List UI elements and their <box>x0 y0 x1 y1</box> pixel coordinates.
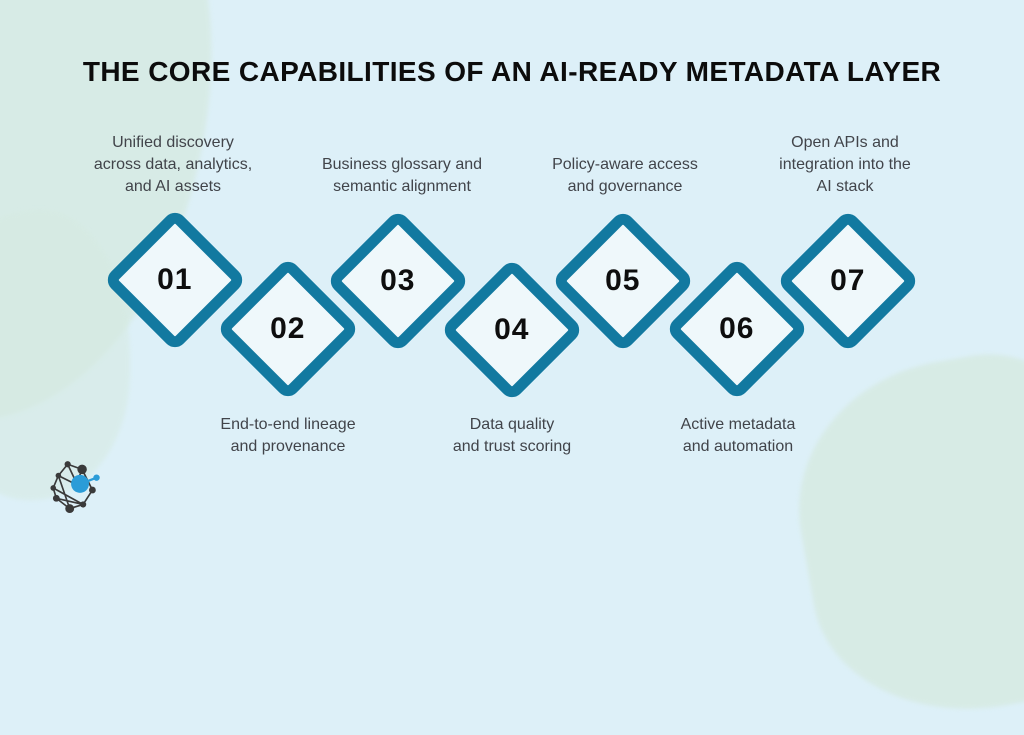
capability-label-3: Business glossary and semantic alignment <box>321 156 483 195</box>
capability-label-5: Policy-aware access and governance <box>552 156 698 195</box>
capability-number-6: 06 <box>719 312 755 345</box>
network-graph-icon <box>50 461 100 514</box>
capability-number-5: 05 <box>605 264 641 297</box>
capability-number-4: 04 <box>494 313 530 346</box>
capability-label-7: Open APIs and integration into the AI st… <box>779 134 911 195</box>
capability-label-4: Data quality and trust scoring <box>452 416 572 455</box>
capability-label-6: Active metadata and automation <box>680 416 796 455</box>
capability-number-2: 02 <box>270 312 306 345</box>
capability-number-1: 01 <box>157 263 193 296</box>
capability-number-3: 03 <box>380 264 416 297</box>
page-title: THE CORE CAPABILITIES OF AN AI-READY MET… <box>82 56 942 87</box>
brand-logo <box>46 456 112 522</box>
capability-label-2: End-to-end lineage and provenance <box>220 416 356 455</box>
capability-number-7: 07 <box>830 264 866 297</box>
watercolor-blob-bottom-right <box>776 333 1024 735</box>
capability-label-1: Unified discovery across data, analytics… <box>93 134 253 195</box>
